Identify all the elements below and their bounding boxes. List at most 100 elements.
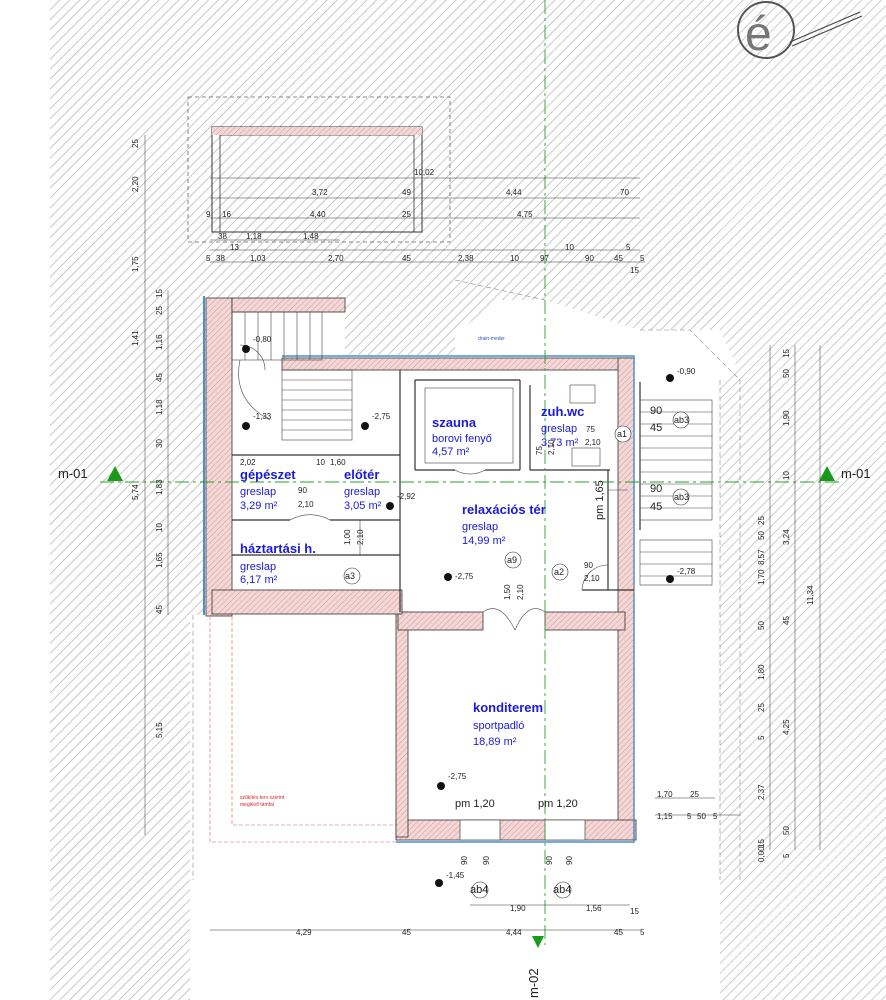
- dim-label: 1,90: [782, 410, 791, 426]
- dim-label: 1,56: [586, 904, 602, 913]
- dim-label: 90: [298, 486, 307, 495]
- room-area-zuhwc: 3,73 m²: [541, 437, 579, 449]
- door-tag: a2: [554, 567, 565, 577]
- dim-label: 25: [757, 516, 766, 525]
- dim-label: 2,10: [547, 439, 556, 455]
- dim-label: 1,41: [131, 330, 140, 346]
- dim-label: 15: [630, 907, 639, 916]
- room-area-kondi: 18,89 m²: [473, 736, 517, 748]
- dim-label: 1,18: [155, 399, 164, 415]
- dim-label: 13: [230, 243, 239, 252]
- level-label: -2,75: [372, 412, 391, 421]
- dim-label: 1,16: [155, 334, 164, 350]
- level-label: -2,92: [397, 492, 416, 501]
- stair-right: [639, 399, 713, 586]
- room-material-kondi: sportpadló: [473, 720, 525, 732]
- dim-label: 75: [535, 446, 544, 455]
- opening-label: pm 1,20: [455, 798, 495, 810]
- room-material-haztart: greslap: [240, 561, 277, 573]
- window-dim: 90: [565, 856, 574, 865]
- room-name-kondi: konditerem: [473, 700, 544, 715]
- dim-label: 16: [222, 210, 231, 219]
- level-label: -0,90: [677, 367, 696, 376]
- dim-label: 10,02: [414, 168, 435, 177]
- dim-label: 5: [640, 254, 645, 263]
- opening-label: pm 1,20: [538, 798, 578, 810]
- dim-label: 0,00: [757, 846, 766, 862]
- dim-label: 1,90: [510, 904, 526, 913]
- dim-label: 45: [782, 616, 791, 625]
- dim-label: 2,10: [356, 529, 365, 545]
- dim-label: 45: [402, 928, 411, 937]
- dim-label: 49: [402, 188, 411, 197]
- room-material-zuhwc: greslap: [541, 423, 578, 435]
- level-label: -2,78: [677, 567, 696, 576]
- room-name-eloter: előtér: [344, 467, 380, 482]
- dim-label: 4,29: [296, 928, 312, 937]
- door-tag-circles: [343, 411, 690, 899]
- dim-label: 2,10: [516, 584, 525, 600]
- door-tag: ab4: [470, 884, 489, 896]
- dim-label: 2,02: [240, 458, 256, 467]
- dim-label: 2,38: [458, 254, 474, 263]
- dim-label: 1,18: [246, 232, 262, 241]
- dim-label: 1,50: [503, 584, 512, 600]
- svg-text:é: é: [745, 8, 772, 61]
- dim-label: 45: [614, 928, 623, 937]
- window-dim: 90: [482, 856, 491, 865]
- window-dim: 90: [545, 856, 554, 865]
- room-name-haztart: háztartási h.: [240, 541, 316, 556]
- section-mark-right: m-01: [841, 466, 871, 481]
- section-mark-left: m-01: [58, 466, 88, 481]
- dim-label: 15: [630, 266, 639, 275]
- dim-label: 5,15: [155, 722, 164, 738]
- level-label: -2,75: [448, 772, 467, 781]
- dim-label: 1,65: [155, 552, 164, 568]
- dim-label: 4,44: [506, 188, 522, 197]
- dim-label: 25: [690, 790, 699, 799]
- terrace: [187, 96, 451, 243]
- door-tag: ab3: [674, 415, 690, 425]
- dim-label: 50: [757, 621, 766, 630]
- dim-label: 2,20: [131, 176, 140, 192]
- dim-label: 30: [155, 439, 164, 448]
- dim-label: 9: [206, 210, 211, 219]
- dim-label: 2,10: [298, 500, 314, 509]
- dim-label: 45: [614, 254, 623, 263]
- level-label: -0,80: [253, 335, 272, 344]
- dim-label: 3,72: [312, 188, 328, 197]
- dim-label: 4,75: [517, 210, 533, 219]
- dim-label: 11,34: [806, 585, 815, 605]
- dim-label: 2,10: [584, 574, 600, 583]
- dim-label: 10: [565, 243, 574, 252]
- window-dim: 90: [460, 856, 469, 865]
- level-label: -1,33: [253, 412, 272, 421]
- dim-label: 50: [782, 826, 791, 835]
- room-area-szauna: 4,57 m²: [432, 446, 470, 458]
- room-material-relax: greslap: [462, 521, 499, 533]
- stair-left: [231, 311, 353, 441]
- dim-label: 15: [155, 289, 164, 298]
- note-label: meglévő támfal: [240, 802, 274, 808]
- dim-label: 25: [757, 703, 766, 712]
- dim-label: 5: [757, 735, 766, 740]
- opening-label: 45: [650, 501, 663, 513]
- note-label: szűkítés terv szerint: [240, 795, 285, 801]
- dim-label: 70: [620, 188, 629, 197]
- section-mark-bottom: m-02: [526, 968, 541, 998]
- dim-label: 1,75: [131, 256, 140, 272]
- dim-label: 4,25: [782, 719, 791, 735]
- opening-label: 90: [650, 483, 663, 495]
- building: [192, 279, 741, 880]
- door-tag: a1: [617, 429, 628, 439]
- opening-label: 45: [650, 422, 663, 434]
- opening-label: pm 1,65: [594, 480, 606, 520]
- dim-label: 1,83: [155, 479, 164, 495]
- door-tag: a9: [507, 555, 518, 565]
- dim-label: 50: [697, 812, 706, 821]
- dim-label: 45: [155, 605, 164, 614]
- dim-label: 1,00: [343, 529, 352, 545]
- dim-label: 2,10: [585, 438, 601, 447]
- dim-label: 3,24: [782, 529, 791, 545]
- dim-label: 1,60: [330, 458, 346, 467]
